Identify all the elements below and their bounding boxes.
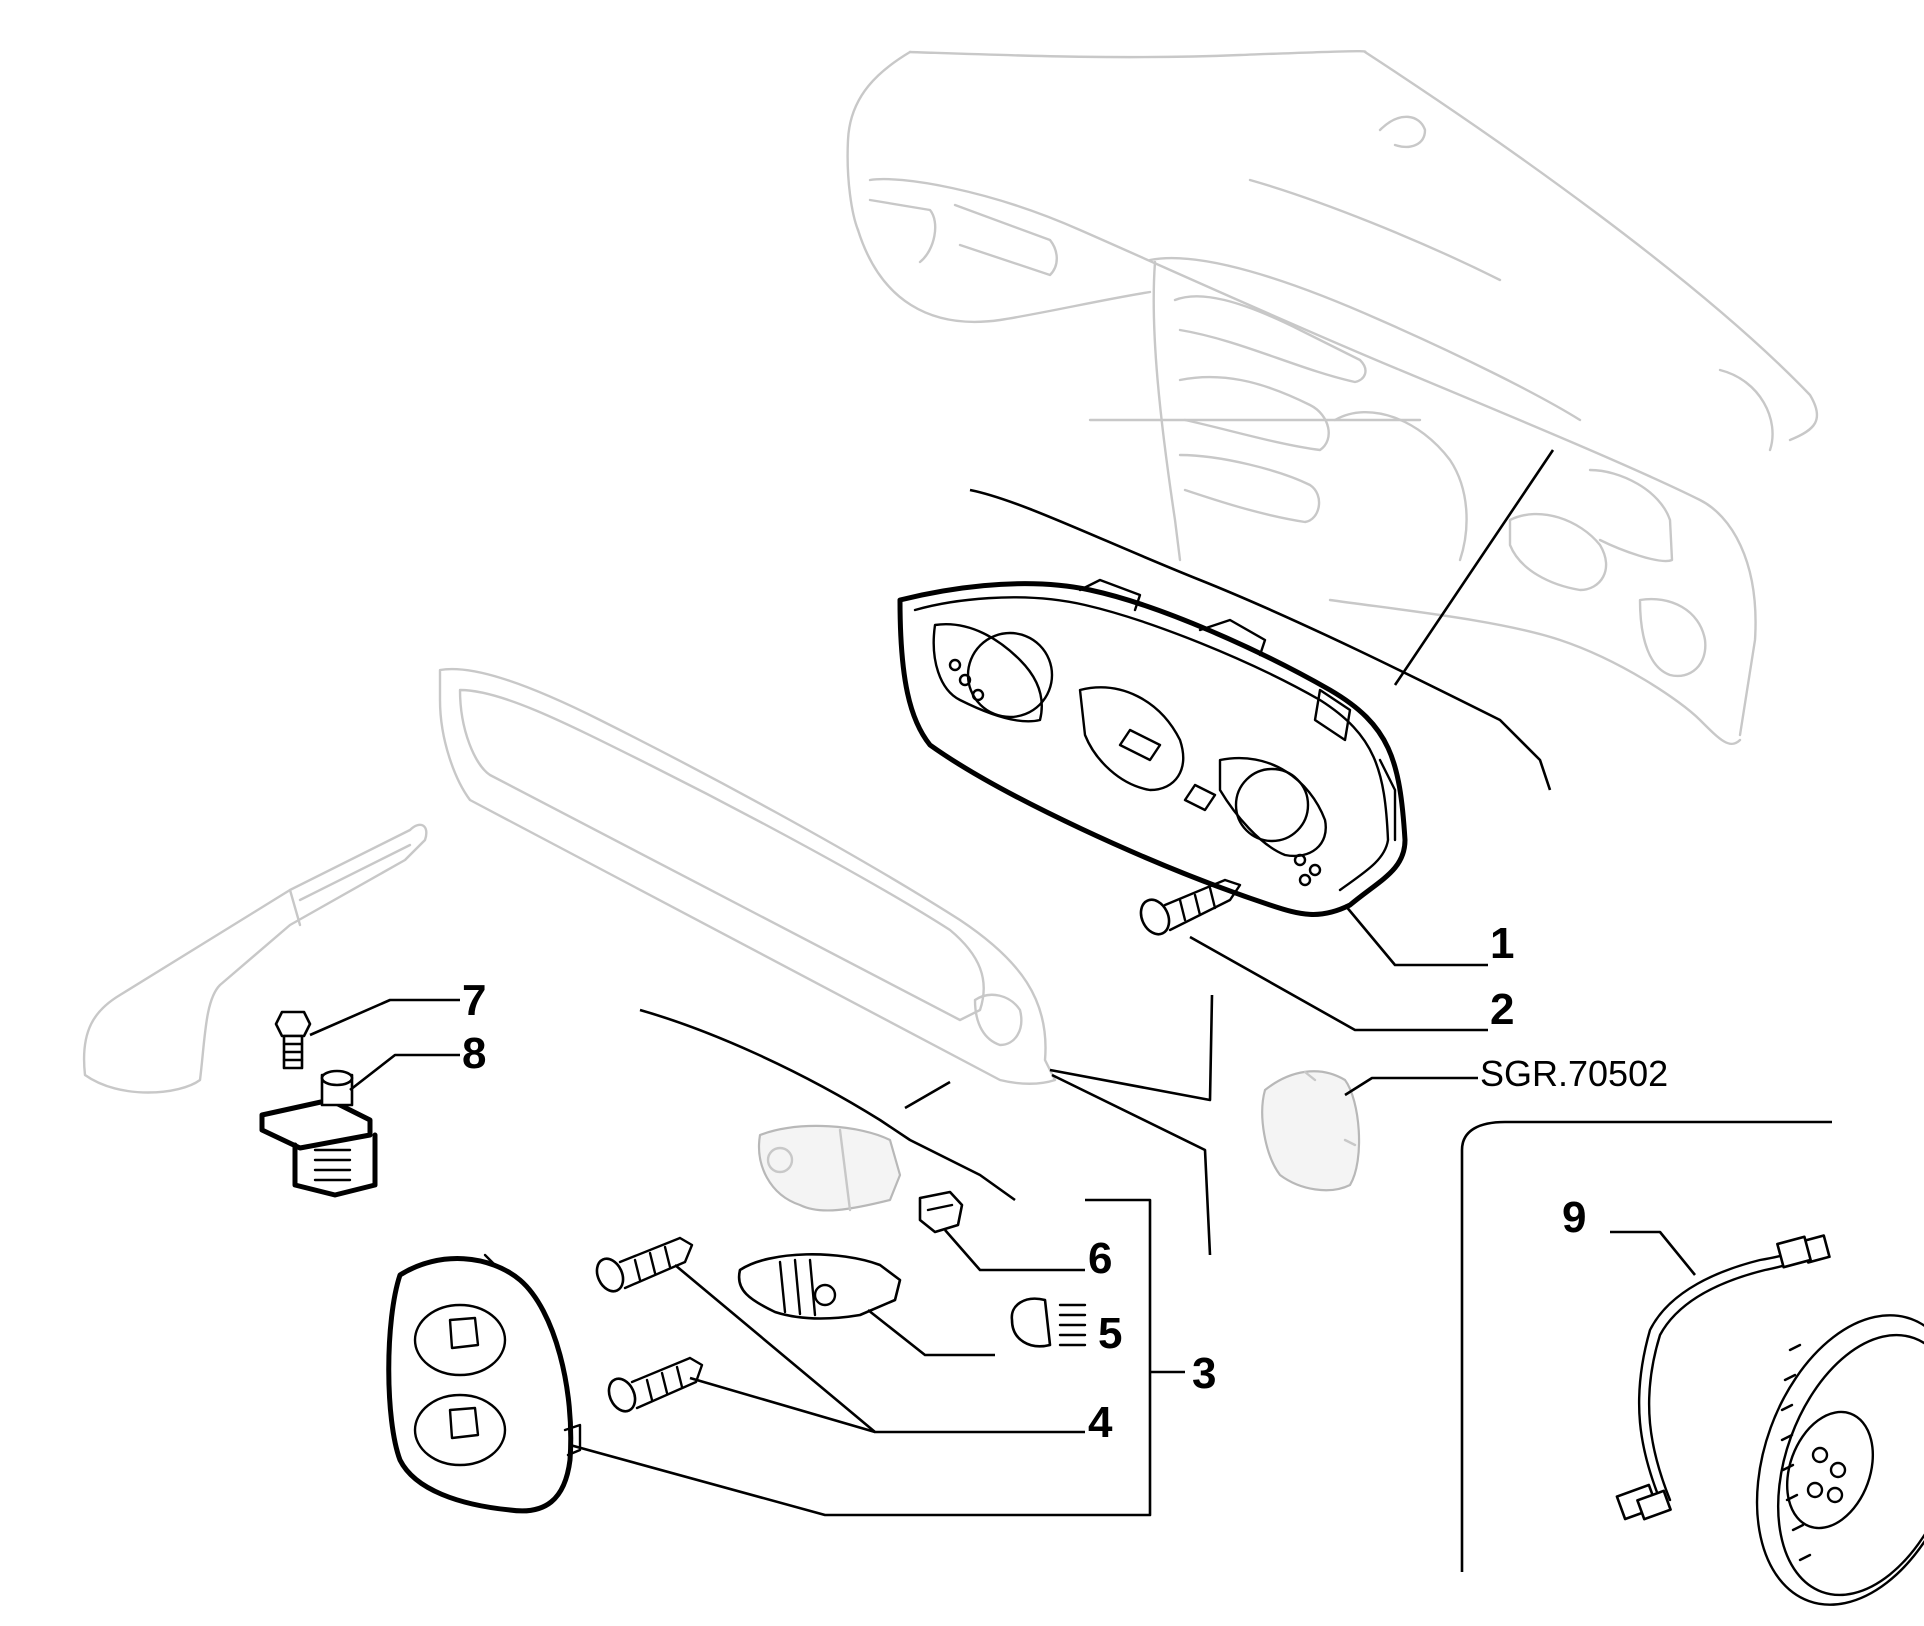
screw-item-2 (1139, 878, 1242, 936)
switch-item-5 (737, 1253, 902, 1320)
flywheel (1755, 1314, 1924, 1606)
inset-frame (1460, 1120, 1832, 1572)
callout-6: 6 (1088, 1234, 1112, 1283)
reference-code: SGR.70502 (1480, 1053, 1668, 1094)
cluster-bezel-ghost (438, 667, 1057, 1085)
instrument-cluster (897, 578, 1408, 917)
callout-4: 4 (1088, 1398, 1113, 1447)
switch-panel-item-3 (386, 1253, 582, 1514)
leader-lines (309, 449, 1697, 1517)
clip-item-6 (918, 1190, 964, 1234)
callout-2: 2 (1490, 985, 1514, 1034)
callout-labels: 1 2 3 4 5 6 7 8 9 SGR.70502 (462, 919, 1668, 1447)
callout-5: 5 (1098, 1309, 1122, 1358)
lamp-icon (1010, 1297, 1087, 1348)
callout-8: 8 (462, 1029, 486, 1078)
screws-item-4 (595, 1236, 704, 1413)
speed-sensor-item-9 (1615, 1234, 1831, 1521)
bolt-item-7 (274, 1010, 312, 1070)
switch-ghost (757, 1124, 902, 1212)
callout-1: 1 (1490, 919, 1514, 968)
dashboard-ghost-outline (846, 50, 1819, 746)
cover-ghost (1261, 1070, 1361, 1192)
callout-9: 9 (1562, 1193, 1586, 1242)
callout-7: 7 (462, 976, 486, 1025)
callout-3: 3 (1192, 1349, 1216, 1398)
bracket-item-8 (259, 1069, 378, 1198)
handbrake-grip-ghost (82, 823, 428, 1094)
